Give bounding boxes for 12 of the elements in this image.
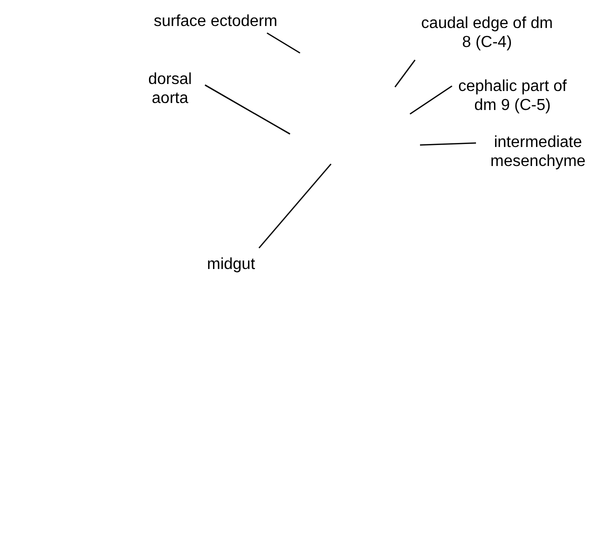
- leader-line: [420, 142, 476, 146]
- leader-line: [204, 84, 290, 135]
- callout-label: midgut: [198, 255, 264, 274]
- callout-label: caudal edge of dm 8 (C-4): [418, 14, 556, 52]
- callout-label: cephalic part of dm 9 (C-5): [450, 77, 575, 115]
- leader-line: [410, 85, 452, 115]
- callout-label: dorsal aorta: [140, 70, 200, 108]
- leader-line: [258, 164, 332, 248]
- leader-line: [266, 32, 300, 54]
- callout-label: surface ectoderm: [138, 12, 293, 31]
- leader-line: [394, 60, 416, 88]
- callout-label: intermediate mesenchyme: [476, 133, 600, 171]
